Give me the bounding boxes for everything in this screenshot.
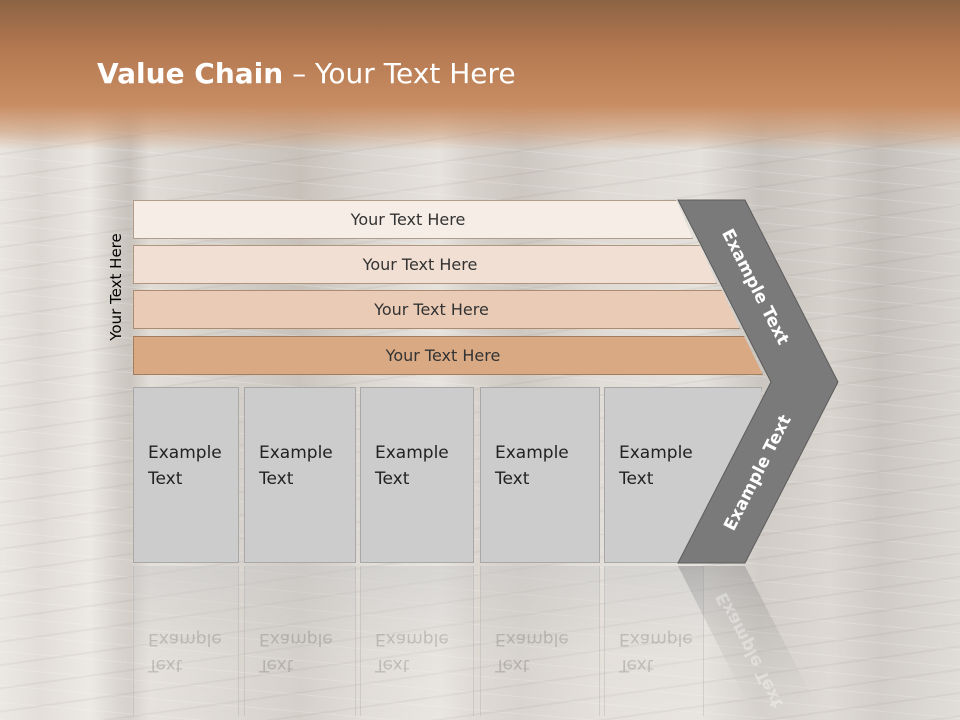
primary-activity-box-2: Example Text xyxy=(244,387,356,563)
support-bar-2: Your Text Here xyxy=(133,245,717,284)
box-3-line-1: Example xyxy=(375,443,449,463)
chevron-reflection xyxy=(678,566,820,712)
primary-activity-box-4: Example Text xyxy=(480,387,600,563)
box-5-line-2: Text xyxy=(619,469,654,489)
box-4-line-2: Text xyxy=(495,469,530,489)
support-bar-4: Your Text Here xyxy=(133,336,763,375)
support-bar-3: Your Text Here xyxy=(133,290,740,329)
box-1-line-2: Text xyxy=(148,469,183,489)
support-bar-3-label: Your Text Here xyxy=(374,300,489,319)
support-bar-1-label: Your Text Here xyxy=(350,210,466,229)
box-1-line-1: Example xyxy=(148,443,222,463)
support-bar-4-label: Your Text Here xyxy=(385,346,501,365)
slide-title: Value Chain – Your Text Here xyxy=(97,54,516,94)
support-bar-2-label: Your Text Here xyxy=(362,255,478,274)
slide-title-bold: Value Chain xyxy=(97,57,284,90)
box-2-line-1: Example xyxy=(259,443,333,463)
primary-activity-box-3: Example Text xyxy=(360,387,474,563)
box-2-line-2: Text xyxy=(259,469,294,489)
primary-activity-box-1: Example Text xyxy=(133,387,239,563)
support-bar-1: Your Text Here xyxy=(133,200,693,239)
box-5-line-1: Example xyxy=(619,443,693,463)
chevron-shape xyxy=(677,199,839,564)
box-4-line-1: Example xyxy=(495,443,569,463)
box-3-line-2: Text xyxy=(375,469,410,489)
slide-title-rest: – Your Text Here xyxy=(283,57,516,90)
header-band xyxy=(0,0,960,150)
